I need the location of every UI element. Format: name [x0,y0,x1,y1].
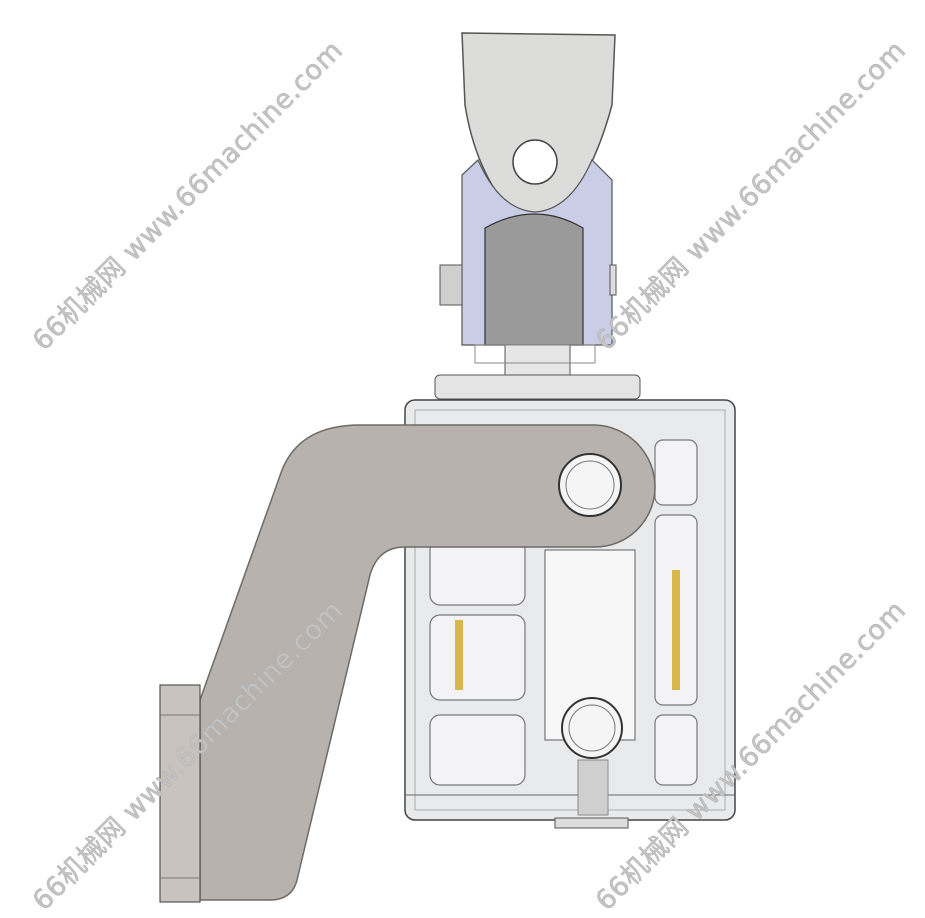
brass-insert-right [672,570,680,690]
lower-hole [561,697,623,759]
bottom-screw [554,817,629,829]
housing-inner-edge [414,409,726,811]
foot-plate [159,684,201,903]
brass-insert-left [455,620,463,690]
knob-left [439,264,463,306]
flange [474,344,596,364]
base-plate [434,374,641,400]
arm-pivot-hole [558,453,622,517]
knob-right [609,264,617,296]
support-arm [199,424,656,901]
neck [504,344,571,378]
screw-thread [577,759,609,816]
pivot-block [484,213,584,346]
clevis-hole [512,139,558,185]
